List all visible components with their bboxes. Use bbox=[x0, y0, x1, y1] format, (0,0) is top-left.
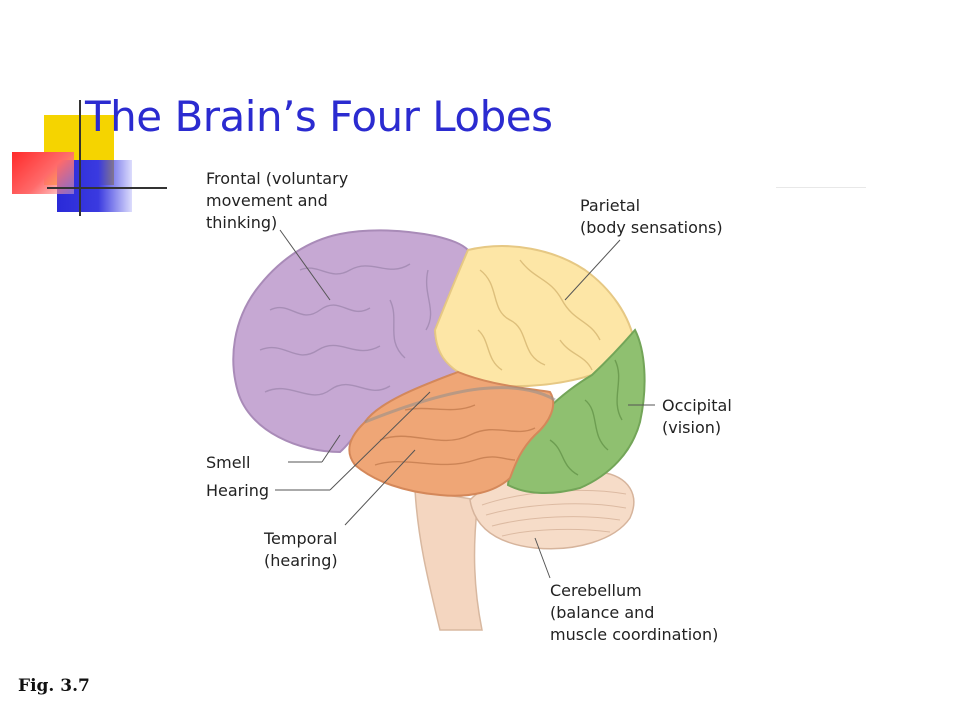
brain-illustration bbox=[232, 229, 655, 631]
figure-caption: Fig. 3.7 bbox=[18, 676, 90, 696]
temporal-folds bbox=[374, 404, 536, 466]
label-smell: Smell bbox=[206, 453, 251, 472]
brainstem bbox=[414, 489, 483, 631]
leader-lines bbox=[275, 229, 655, 579]
label-parietal: Parietal (body sensations) bbox=[580, 196, 723, 237]
slide-title: The Brain’s Four Lobes bbox=[85, 92, 553, 141]
decor-horizontal-line bbox=[47, 187, 167, 189]
lateral-sulcus bbox=[364, 386, 556, 424]
occipital-lobe bbox=[506, 328, 646, 495]
temporal-lobe bbox=[348, 370, 555, 497]
occipital-folds bbox=[549, 359, 623, 476]
label-temporal: Temporal (hearing) bbox=[264, 529, 338, 570]
label-cerebellum: Cerebellum (balance and muscle coordinat… bbox=[550, 581, 719, 644]
parietal-folds bbox=[477, 259, 601, 371]
brain-folds bbox=[259, 263, 432, 396]
label-frontal: Frontal (voluntary movement and thinking… bbox=[206, 169, 349, 232]
label-occipital: Occipital (vision) bbox=[662, 396, 732, 437]
label-hearing: Hearing bbox=[206, 481, 269, 500]
parietal-lobe bbox=[433, 245, 637, 388]
brain-diagram: Frontal (voluntary movement and thinking… bbox=[190, 160, 770, 650]
decor-faint-line bbox=[776, 187, 866, 188]
decor-vertical-line bbox=[79, 100, 81, 216]
